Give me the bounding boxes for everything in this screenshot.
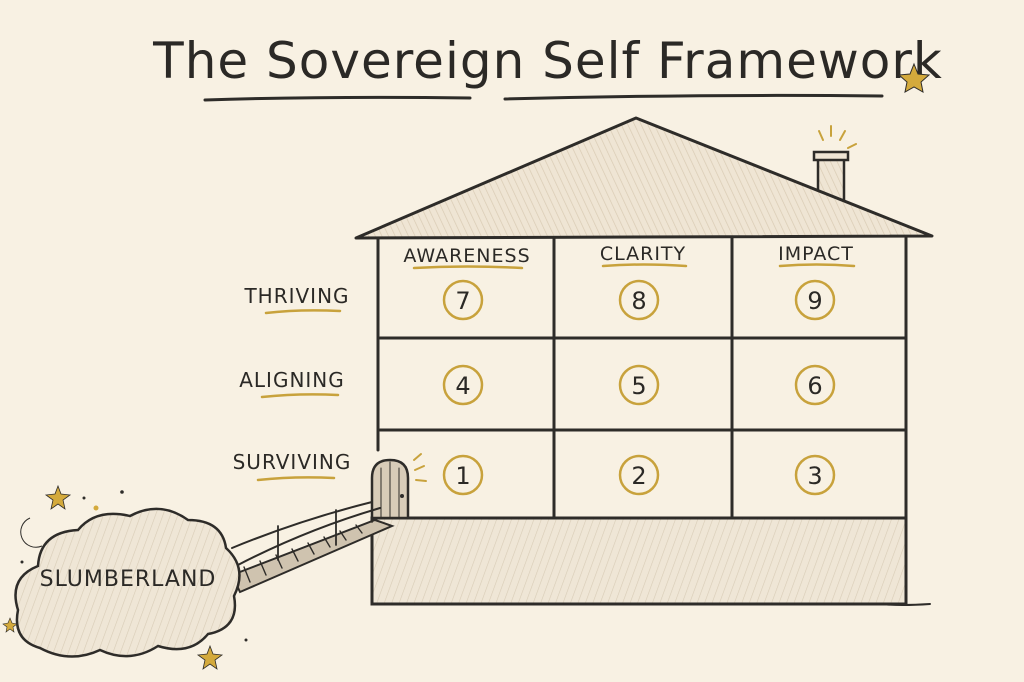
column-header-impact: Impact xyxy=(778,243,854,265)
title-underline-2 xyxy=(503,93,884,101)
row-label-aligning: Aligning xyxy=(239,368,345,392)
page-title: The Sovereign Self Framework xyxy=(152,32,943,90)
house-foundation xyxy=(370,516,908,606)
star-icon xyxy=(2,617,18,633)
cell-2: 2 xyxy=(618,454,660,496)
star-icon xyxy=(897,62,931,93)
cloud-label: Slumberland xyxy=(40,567,217,592)
row-label-surviving: Surviving xyxy=(233,450,352,474)
bridge-icon xyxy=(230,499,395,594)
cell-9: 9 xyxy=(794,279,836,321)
cell-number: 6 xyxy=(807,372,822,400)
house-grid xyxy=(376,236,908,520)
cell-number: 2 xyxy=(631,462,646,490)
column-header-awareness: Awareness xyxy=(403,245,530,267)
moon-icon xyxy=(20,517,43,548)
cell-number: 4 xyxy=(455,372,470,400)
cell-number: 3 xyxy=(807,462,822,490)
column-header-clarity: Clarity xyxy=(600,243,686,265)
star-icon xyxy=(196,644,224,670)
cell-number: 5 xyxy=(631,372,646,400)
cell-6: 6 xyxy=(794,364,836,406)
cell-number: 8 xyxy=(631,287,646,315)
cell-5: 5 xyxy=(618,364,660,406)
chimney-icon xyxy=(812,125,857,202)
cell-3: 3 xyxy=(794,454,836,496)
row-label-thriving: Thriving xyxy=(243,284,349,308)
cell-number: 1 xyxy=(455,462,470,490)
cell-number: 9 xyxy=(807,287,822,315)
star-icon xyxy=(44,484,72,510)
cell-1: 1 xyxy=(442,454,484,496)
cell-8: 8 xyxy=(618,279,660,321)
door-icon xyxy=(370,453,427,520)
cell-4: 4 xyxy=(442,364,484,406)
cell-7: 7 xyxy=(442,279,484,321)
house-roof xyxy=(354,116,934,240)
cell-number: 7 xyxy=(455,287,470,315)
slumberland-cloud xyxy=(14,507,241,658)
title-underline xyxy=(203,95,472,102)
